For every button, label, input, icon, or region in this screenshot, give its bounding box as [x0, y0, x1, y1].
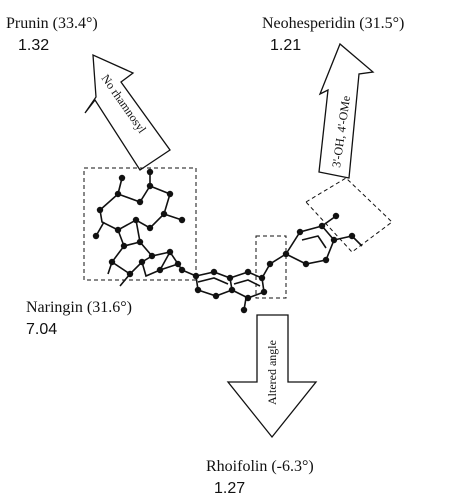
- arrow-no-rhamnosyl: No rhamnosyl: [84, 53, 171, 171]
- molecule-atoms: [92, 168, 356, 314]
- arrow-oh-ome: 3'-OH, 4'-OMe: [318, 42, 375, 179]
- angle-dashed-box: [255, 235, 287, 299]
- rhamnosyl-dashed-box: [83, 167, 197, 281]
- label-neohesperidin-name: Neohesperidin (31.5°): [262, 15, 404, 32]
- label-rhoifolin-value: 1.27: [214, 480, 245, 495]
- label-prunin-value: 1.32: [18, 37, 49, 54]
- arrow-label-altered-angle: Altered angle: [265, 340, 279, 405]
- label-neohesperidin-value: 1.21: [270, 37, 301, 54]
- label-rhoifolin-name: Rhoifolin (-6.3°): [206, 458, 314, 475]
- b-ring-dashed-box: [305, 177, 393, 253]
- label-naringin-name: Naringin (31.6°): [26, 299, 132, 316]
- arrow-altered-angle: Altered angle: [226, 314, 318, 439]
- label-prunin-name: Prunin (33.4°): [6, 15, 98, 32]
- label-naringin-value: 7.04: [26, 321, 57, 338]
